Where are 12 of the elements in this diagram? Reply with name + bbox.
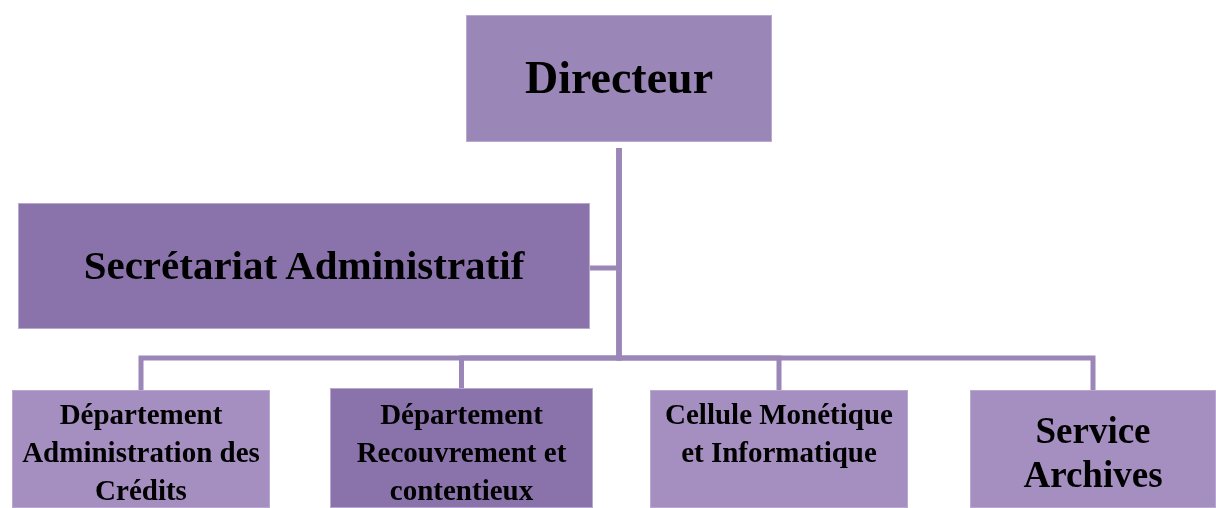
box-label: Cellule Monétique et Informatique bbox=[664, 397, 894, 470]
box-label: Secrétariat Administratif bbox=[83, 243, 525, 289]
department-box bbox=[970, 390, 1216, 508]
box-label: Directeur bbox=[524, 53, 714, 104]
department-box bbox=[650, 390, 908, 508]
department-box bbox=[18, 203, 590, 329]
box-label: Département Administration des Crédits bbox=[21, 397, 261, 508]
director-box bbox=[466, 15, 772, 142]
box-label: Service Archives bbox=[1022, 409, 1164, 497]
department-box bbox=[330, 388, 593, 508]
connector-line bbox=[616, 148, 1096, 390]
box-label: Département Recouvrement et contentieux bbox=[355, 397, 568, 508]
